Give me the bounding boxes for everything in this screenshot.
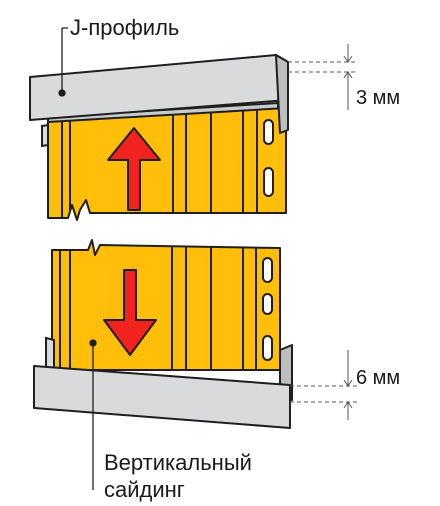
upper-siding-grooves bbox=[61, 109, 258, 218]
upper-siding-panel bbox=[47, 107, 287, 221]
arrow-down-icon bbox=[103, 269, 157, 356]
lower-siding-grooves bbox=[59, 247, 257, 370]
leader-lines bbox=[58, 27, 97, 490]
siding-label-line1: Вертикальный bbox=[104, 450, 252, 475]
siding-label-line2: сайдинг bbox=[104, 477, 185, 502]
upper-profile-side-lip bbox=[41, 123, 49, 148]
top-gap-dimension bbox=[288, 44, 358, 110]
bottom-gap-dimension bbox=[290, 350, 358, 420]
lower-nail-slots bbox=[262, 257, 273, 361]
arrow-up-icon bbox=[107, 127, 161, 211]
bottom-j-profile bbox=[33, 365, 291, 429]
j-profile-label: J-профиль bbox=[70, 15, 179, 40]
lower-siding-panel bbox=[51, 239, 281, 371]
top-gap-label: 3 мм bbox=[356, 87, 400, 109]
bottom-gap-label: 6 мм bbox=[356, 367, 400, 389]
top-j-profile-return bbox=[275, 54, 289, 134]
upper-nail-slots bbox=[263, 119, 274, 197]
